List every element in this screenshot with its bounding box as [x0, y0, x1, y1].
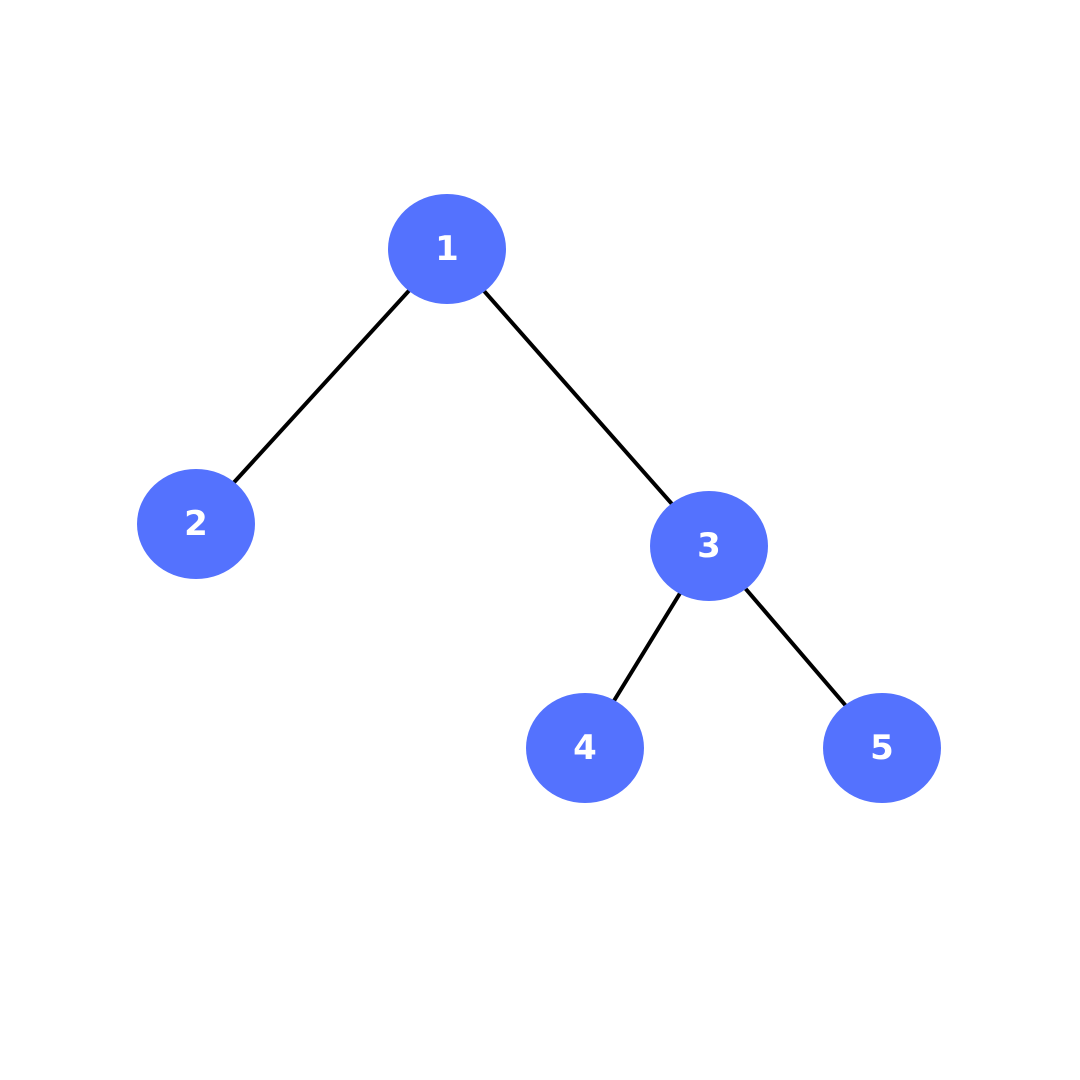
tree-node-label: 5: [870, 728, 894, 768]
edge-layer: [194, 247, 884, 750]
tree-node-circle: [388, 194, 506, 304]
tree-node-5: 5: [823, 693, 941, 803]
tree-edge-n1-n2: [194, 247, 449, 526]
tree-node-circle: [137, 469, 255, 579]
tree-node-1: 1: [388, 194, 506, 304]
tree-edge-n1-n3: [445, 247, 711, 548]
node-layer: 1 2 3 4 5: [137, 194, 941, 803]
tree-node-circle: [823, 693, 941, 803]
tree-node-2: 2: [137, 469, 255, 579]
tree-node-label: 2: [184, 504, 208, 544]
tree-node-label: 4: [573, 728, 597, 768]
tree-node-circle: [526, 693, 644, 803]
tree-node-label: 3: [697, 526, 721, 566]
tree-node-4: 4: [526, 693, 644, 803]
tree-node-3: 3: [650, 491, 768, 601]
tree-node-label: 1: [435, 229, 459, 269]
tree-node-circle: [650, 491, 768, 601]
